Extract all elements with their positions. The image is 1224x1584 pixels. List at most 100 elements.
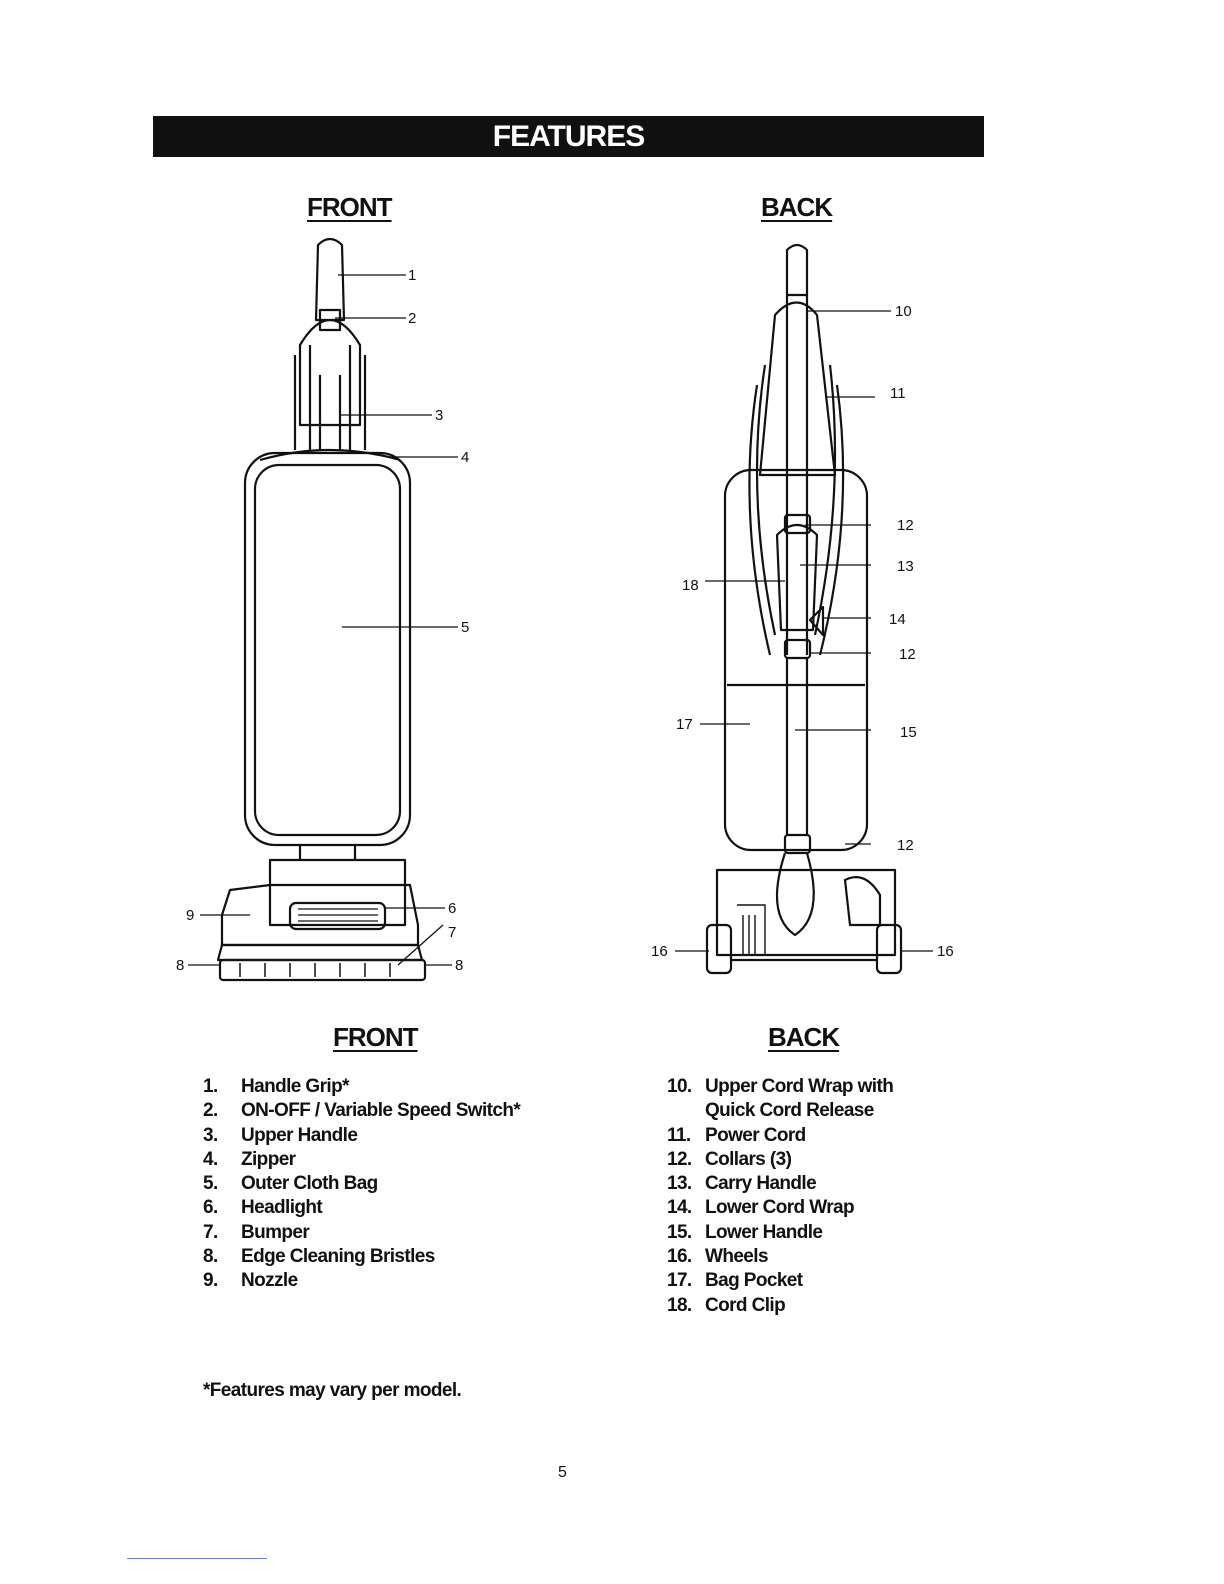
item-label: Bag Pocket [705,1270,803,1292]
front-list-heading: FRONT [333,1022,419,1052]
callout-12-upper: 12 [897,517,914,534]
item-number: 11. [667,1124,691,1146]
collar-middle [783,638,812,660]
item-label: ON-OFF / Variable Speed Switch* [241,1100,521,1122]
callout-13: 13 [897,558,914,575]
list-item: 16. Wheels [667,1245,893,1269]
item-number: 4. [203,1148,218,1170]
front-vacuum-illustration: 1 2 3 4 5 6 7 8 8 9 [176,237,469,982]
item-label: Headlight [241,1197,323,1219]
item-number: 17. [667,1270,692,1292]
item-label: Zipper [241,1148,296,1170]
item-number: 13. [667,1173,692,1195]
callout-12-lower: 12 [897,837,914,854]
callout-2: 2 [408,310,416,327]
back-vacuum-illustration: 10 11 12 13 14 12 15 12 16 16 17 18 [651,243,954,975]
upper-cord-wrap [758,301,837,477]
item-label: Upper Handle [241,1124,358,1146]
list-item: 8. Edge Cleaning Bristles [203,1245,520,1269]
item-number: 7. [203,1221,218,1243]
carry-handle [775,523,819,632]
callout-5: 5 [461,619,469,636]
list-item: 13. Carry Handle [667,1172,893,1196]
item-number: 6. [203,1197,218,1219]
list-item: 11. Power Cord [667,1124,893,1148]
wheel-left [705,923,733,975]
callout-15: 15 [900,724,917,741]
callout-8-right: 8 [455,957,463,974]
callout-12-middle: 12 [899,646,916,663]
item-number: 1. [203,1076,218,1097]
back-list-heading: BACK [768,1022,840,1052]
headlight [288,901,387,931]
list-item: 3. Upper Handle [203,1124,520,1148]
item-label: Cord Clip [705,1294,786,1316]
callout-16-left: 16 [651,943,668,960]
item-label: Lower Handle [705,1221,823,1243]
item-number: 5. [203,1173,218,1195]
handle-top [785,243,809,297]
footnote: *Features may vary per model. [203,1380,462,1401]
handle-grip [314,237,346,322]
outer-cloth-bag [243,451,412,847]
callout-1: 1 [408,267,416,284]
item-label: Carry Handle [705,1173,817,1195]
front-diagram-heading: FRONT [307,192,393,222]
base-plate [218,958,427,982]
list-item: 18. Cord Clip [667,1294,893,1318]
list-item-continuation: Quick Cord Release [667,1099,893,1123]
nozzle [220,883,420,947]
callout-4: 4 [461,449,469,466]
item-number: 12. [667,1148,692,1170]
back-parts-list: 10. Upper Cord Wrap with Quick Cord Relea… [667,1075,894,1318]
item-number: 18. [667,1294,692,1316]
list-item: 12. Collars (3) [667,1148,893,1172]
item-number: 14. [667,1197,692,1219]
bumper [216,943,424,962]
base-back [715,868,897,957]
item-label: Collars (3) [705,1148,792,1170]
callout-18: 18 [682,577,699,594]
item-number: 3. [203,1124,218,1146]
page-number: 5 [558,1464,567,1481]
callout-7: 7 [448,924,456,941]
item-number: 15. [667,1221,692,1243]
list-item: 2.ON-OFF / Variable Speed Switch* [203,1099,521,1123]
callout-8-left: 8 [176,957,184,974]
list-item: 14. Lower Cord Wrap [667,1196,893,1220]
callout-3: 3 [435,407,443,424]
item-label: Lower Cord Wrap [705,1197,855,1219]
list-item: 4. Zipper [203,1148,520,1172]
item-label-continuation: Quick Cord Release [705,1100,874,1122]
list-item: 9. Nozzle [203,1269,520,1293]
list-item: 1.Handle Grip* [203,1075,520,1099]
item-number: 8. [203,1246,218,1268]
callout-11: 11 [890,385,906,402]
item-label: Nozzle [241,1270,298,1292]
item-number: 10. [667,1076,692,1097]
back-diagram-heading: BACK [761,192,833,222]
list-item: 7.Bumper [203,1221,520,1245]
list-item: 6. Headlight [203,1196,520,1220]
item-label: Power Cord [705,1124,806,1146]
callout-17: 17 [676,716,693,733]
item-label: Upper Cord Wrap with [705,1076,894,1097]
callout-6: 6 [448,900,456,917]
bag-back [723,468,869,852]
wheel-right [875,923,903,975]
callout-14: 14 [889,611,906,628]
item-number: 9. [203,1270,218,1292]
callout-9: 9 [186,907,194,924]
item-label: Edge Cleaning Bristles [241,1246,435,1268]
collar-upper [783,513,812,535]
item-label: Wheels [705,1246,769,1268]
callout-16-right: 16 [937,943,954,960]
list-item: 15. Lower Handle [667,1221,893,1245]
collar-lower [783,833,812,855]
item-number: 16. [667,1246,692,1268]
callout-10: 10 [895,303,912,320]
item-label: Outer Cloth Bag [241,1173,378,1195]
front-parts-list: 1.Handle Grip* 2.ON-OFF / Variable Speed… [203,1075,521,1294]
bottom-rule [127,1558,267,1559]
list-item: 17. Bag Pocket [667,1269,893,1293]
